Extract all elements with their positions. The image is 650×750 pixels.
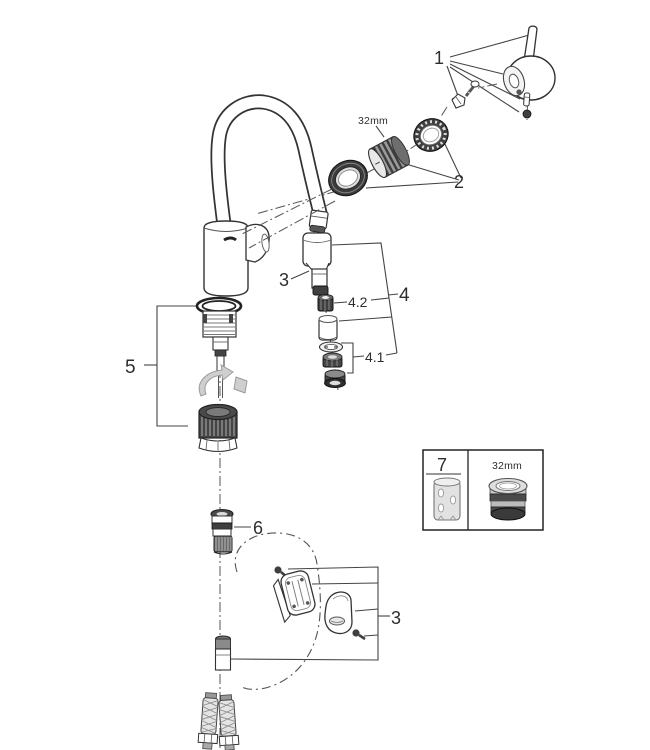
supply-hose-right (218, 694, 240, 750)
hose-path (234, 532, 321, 690)
tailpiece (214, 635, 232, 671)
spray-neck (311, 268, 328, 289)
cartridge-assembly (328, 118, 449, 197)
label-4-2-nut: 4.2 (348, 294, 368, 310)
label-5-body: 5 (125, 357, 136, 378)
handle-screw (464, 80, 480, 97)
axis-centerlines (219, 83, 529, 748)
check-valve (210, 508, 234, 555)
cartridge-ring (413, 118, 449, 152)
labels: 1 2 32mm 3 4.2 4 4.1 5 6 7 32mm 3 (125, 48, 522, 628)
label-7-tool: 7 (437, 455, 447, 475)
handle-ball (522, 109, 532, 119)
label-2-cartridge: 2 (454, 172, 464, 192)
supply-hoses (197, 692, 240, 750)
aerator-housing (324, 369, 346, 388)
label-32mm-top: 32mm (358, 115, 388, 127)
rotate-arrow-icon (198, 364, 248, 397)
label-32mm-box: 32mm (492, 460, 522, 472)
supply-hose-left (197, 692, 219, 750)
body-cylinder (203, 220, 249, 297)
mounting-nut (198, 403, 238, 453)
label-3-holder: 3 (391, 608, 401, 628)
label-4-mousseur: 4 (399, 285, 410, 306)
hose-guide-group (234, 532, 366, 690)
spout-centerlines (241, 188, 336, 249)
mousseur-washer (318, 341, 344, 353)
service-tool (433, 477, 461, 521)
handle-assembly (451, 25, 556, 119)
spray-head-assembly (302, 232, 346, 388)
holder-clip (324, 591, 353, 635)
side-handle (245, 223, 270, 263)
label-4-1-aerator: 4.1 (365, 349, 385, 365)
label-3-spray-head: 3 (279, 270, 289, 290)
mounting-group (195, 296, 248, 453)
aerator-insert (322, 352, 343, 368)
hose-nut (317, 294, 334, 312)
mousseur-sleeve (318, 315, 338, 341)
guide-screw-bottom (352, 629, 366, 641)
dome-cap (328, 159, 368, 197)
wall-bracket (272, 570, 316, 624)
cartridge-32mm (368, 136, 410, 179)
leader-lines (144, 33, 534, 661)
label-1-handle: 1 (434, 48, 444, 68)
seal-kit-32mm (488, 477, 528, 521)
handle-pin (523, 92, 531, 107)
faucet-body (203, 94, 329, 297)
spout-tip (308, 209, 329, 234)
service-kit-box (422, 449, 544, 531)
spray-head (302, 232, 332, 267)
logo-mark (223, 236, 237, 242)
label-6-check-valve: 6 (253, 518, 263, 538)
